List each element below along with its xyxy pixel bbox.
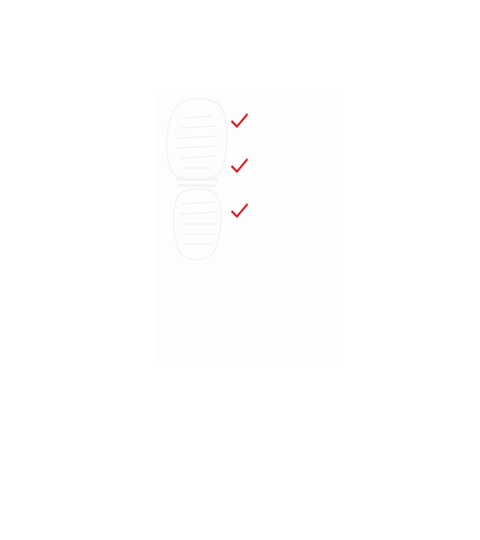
checklist-item-2 xyxy=(230,155,335,200)
checklist-item-1 xyxy=(230,110,335,155)
check-icon xyxy=(231,113,248,128)
checklist-item-3 xyxy=(230,200,335,245)
check-icon xyxy=(231,203,248,218)
checklist xyxy=(230,110,335,245)
check-icon xyxy=(231,158,248,173)
boot-print-icon xyxy=(166,98,228,261)
faded-panel xyxy=(155,90,337,362)
